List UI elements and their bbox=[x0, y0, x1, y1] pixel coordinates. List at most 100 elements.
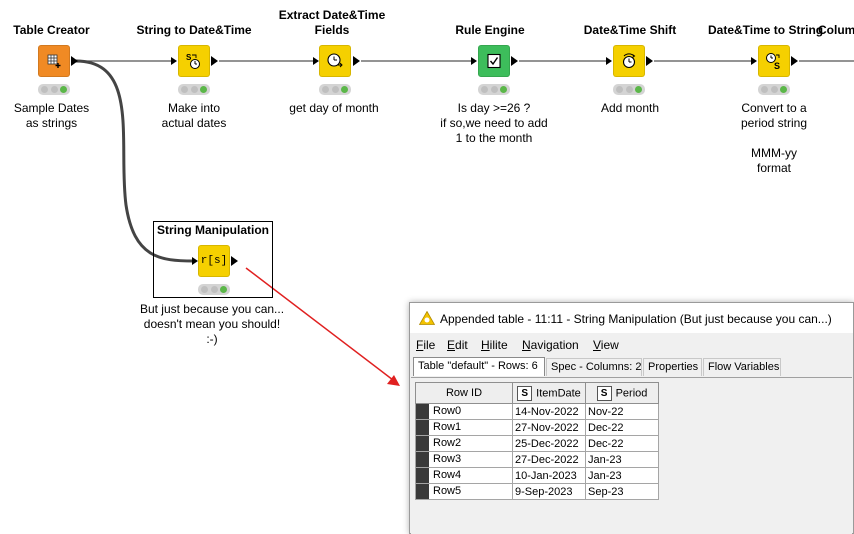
node-description: Convert to a period string MMM-yy format bbox=[740, 101, 808, 175]
tab-spec[interactable]: Spec - Columns: 2 bbox=[546, 358, 642, 376]
row-id-cell[interactable]: Row1 bbox=[415, 419, 513, 436]
input-port[interactable] bbox=[606, 57, 612, 65]
itemdate-cell[interactable]: 27-Nov-2022 bbox=[512, 419, 586, 436]
row-id-cell[interactable]: Row3 bbox=[415, 451, 513, 468]
itemdate-cell[interactable]: 25-Dec-2022 bbox=[512, 435, 586, 452]
warning-icon bbox=[418, 310, 436, 330]
row-id: Row3 bbox=[433, 453, 462, 465]
input-port[interactable] bbox=[471, 57, 477, 65]
menu-label: ilite bbox=[489, 338, 508, 352]
period-cell[interactable]: Dec-22 bbox=[585, 419, 659, 436]
menu-navigation[interactable]: Navigation bbox=[522, 338, 579, 352]
period-cell[interactable]: Jan-23 bbox=[585, 451, 659, 468]
row-id: Row0 bbox=[433, 405, 462, 417]
row-id: Row2 bbox=[433, 437, 462, 449]
node-status-indicator bbox=[613, 84, 645, 95]
node-status-indicator bbox=[758, 84, 790, 95]
node-description: Make into actual dates bbox=[161, 101, 227, 130]
row-id: Row1 bbox=[433, 421, 462, 433]
table-row[interactable]: Row5 9-Sep-2023 Sep-23 bbox=[415, 483, 659, 500]
annotation-arrow-head bbox=[387, 375, 400, 386]
table-row[interactable]: Row2 25-Dec-2022 Dec-22 bbox=[415, 435, 659, 452]
node-title: Rule Engine bbox=[455, 23, 525, 37]
table-creator-icon[interactable] bbox=[38, 45, 70, 77]
table-row[interactable]: Row4 10-Jan-2023 Jan-23 bbox=[415, 467, 659, 484]
datetime-shift-icon[interactable] bbox=[613, 45, 645, 77]
menu-label: ile bbox=[423, 338, 436, 352]
itemdate-cell[interactable]: 9-Sep-2023 bbox=[512, 483, 586, 500]
output-port[interactable] bbox=[71, 56, 78, 66]
itemdate-cell[interactable]: 14-Nov-2022 bbox=[512, 403, 586, 420]
period-cell[interactable]: Jan-23 bbox=[585, 467, 659, 484]
tab-flow-variables[interactable]: Flow Variables bbox=[703, 358, 781, 376]
node-title: String Manipulation bbox=[157, 223, 269, 237]
row-id-cell[interactable]: Row0 bbox=[415, 403, 513, 420]
menu-hilite[interactable]: Hilite bbox=[481, 338, 508, 352]
table-view-window[interactable]: Appended table - 11:11 - String Manipula… bbox=[409, 302, 854, 534]
row-id-cell[interactable]: Row2 bbox=[415, 435, 513, 452]
node-description: Add month bbox=[600, 101, 660, 115]
node-title: Date&Time to String bbox=[708, 23, 824, 37]
node-title: Extract Date&Time Fields bbox=[278, 8, 386, 37]
column-label: ItemDate bbox=[536, 386, 581, 399]
table-row[interactable]: Row3 27-Dec-2022 Jan-23 bbox=[415, 451, 659, 468]
output-port[interactable] bbox=[511, 56, 518, 66]
input-port[interactable] bbox=[192, 257, 198, 265]
extract-datetime-icon[interactable] bbox=[319, 45, 351, 77]
node-description: get day of month bbox=[289, 101, 379, 115]
node-selection-box bbox=[153, 221, 273, 298]
string-to-datetime-icon[interactable]: S bbox=[178, 45, 210, 77]
row-marker bbox=[416, 484, 429, 499]
menu-mnemonic: N bbox=[522, 338, 531, 352]
datetime-to-string-icon[interactable]: S bbox=[758, 45, 790, 77]
table-row[interactable]: Row1 27-Nov-2022 Dec-22 bbox=[415, 419, 659, 436]
node-title: String to Date&Time bbox=[136, 23, 252, 37]
row-marker bbox=[416, 404, 429, 419]
menu-edit[interactable]: Edit bbox=[447, 338, 468, 352]
annotation-arrow-line bbox=[245, 267, 394, 381]
menu-mnemonic: F bbox=[416, 338, 424, 352]
menu-mnemonic: V bbox=[593, 338, 601, 352]
table-row[interactable]: Row0 14-Nov-2022 Nov-22 bbox=[415, 403, 659, 420]
menu-view[interactable]: View bbox=[593, 338, 619, 352]
menu-mnemonic: H bbox=[481, 338, 490, 352]
tab-properties[interactable]: Properties bbox=[643, 358, 702, 376]
connection-line-to-string-manipulation bbox=[75, 59, 195, 263]
menu-mnemonic: E bbox=[447, 338, 456, 352]
node-status-indicator bbox=[319, 84, 351, 95]
itemdate-cell[interactable]: 10-Jan-2023 bbox=[512, 467, 586, 484]
string-manipulation-icon[interactable]: r[s] bbox=[198, 245, 230, 277]
row-marker bbox=[416, 420, 429, 435]
period-cell[interactable]: Dec-22 bbox=[585, 435, 659, 452]
output-port[interactable] bbox=[353, 56, 360, 66]
menu-file[interactable]: File bbox=[416, 338, 435, 352]
input-port[interactable] bbox=[751, 57, 757, 65]
column-header-row-id[interactable]: Row ID bbox=[415, 382, 513, 404]
output-port[interactable] bbox=[791, 56, 798, 66]
node-title-column-partial: Column bbox=[818, 23, 854, 37]
input-port[interactable] bbox=[171, 57, 177, 65]
window-title-bar[interactable]: Appended table - 11:11 - String Manipula… bbox=[410, 303, 853, 333]
menu-label: avigation bbox=[530, 338, 579, 352]
tab-table-default[interactable]: Table "default" - Rows: 6 bbox=[413, 357, 545, 376]
menu-label: iew bbox=[600, 338, 619, 352]
row-id-cell[interactable]: Row5 bbox=[415, 483, 513, 500]
output-port[interactable] bbox=[646, 56, 653, 66]
itemdate-cell[interactable]: 27-Dec-2022 bbox=[512, 451, 586, 468]
column-label: Period bbox=[615, 386, 648, 399]
node-title: Date&Time Shift bbox=[583, 23, 677, 37]
node-status-indicator bbox=[38, 84, 70, 95]
output-port[interactable] bbox=[231, 256, 238, 266]
rule-engine-icon[interactable] bbox=[478, 45, 510, 77]
period-cell[interactable]: Sep-23 bbox=[585, 483, 659, 500]
input-port[interactable] bbox=[313, 57, 319, 65]
string-manipulation-icon-label: r[s] bbox=[200, 255, 228, 267]
period-cell[interactable]: Nov-22 bbox=[585, 403, 659, 420]
row-id-cell[interactable]: Row4 bbox=[415, 467, 513, 484]
output-port[interactable] bbox=[211, 56, 218, 66]
